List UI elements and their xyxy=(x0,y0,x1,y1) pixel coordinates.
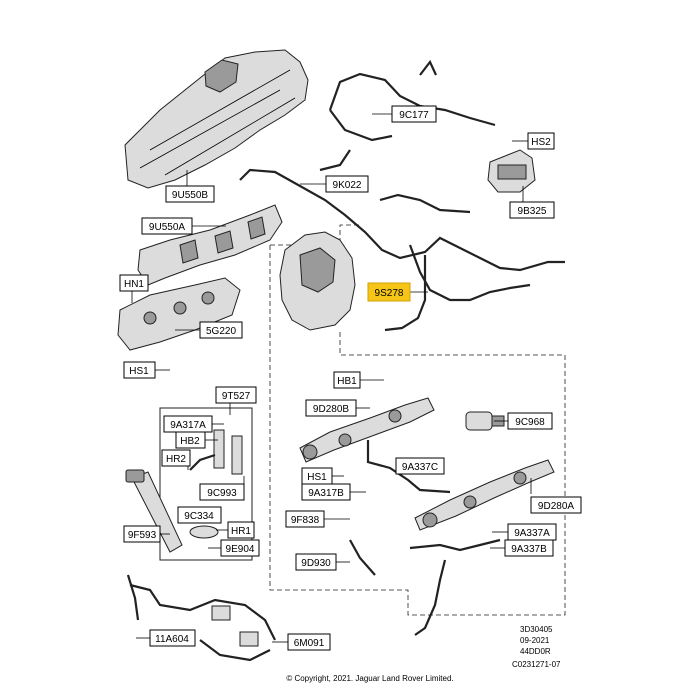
svg-text:HR2: HR2 xyxy=(166,454,186,465)
label-9C968: 9C968 xyxy=(507,412,553,430)
label-6M091: 6M091 xyxy=(287,633,331,651)
svg-text:9U550B: 9U550B xyxy=(172,190,208,201)
intake-manifold xyxy=(137,204,283,286)
svg-text:9A337B: 9A337B xyxy=(511,544,547,555)
fuel-lines-upper xyxy=(239,59,565,332)
label-9E904: 9E904 xyxy=(220,539,260,557)
svg-text:HB1: HB1 xyxy=(337,376,357,387)
label-9D280A: 9D280A xyxy=(530,496,582,514)
svg-text:6M091: 6M091 xyxy=(294,638,325,649)
svg-text:9T527: 9T527 xyxy=(222,391,251,402)
svg-text:9B325: 9B325 xyxy=(518,206,547,217)
svg-text:09-2021: 09-2021 xyxy=(520,636,550,645)
label-HB2: HB2 xyxy=(175,431,206,449)
svg-text:9F593: 9F593 xyxy=(128,530,157,541)
harness-module xyxy=(487,149,536,193)
label-HS1-upper: HS1 xyxy=(123,361,156,379)
svg-text:9D280B: 9D280B xyxy=(313,404,349,415)
label-HS1-lower: HS1 xyxy=(301,467,333,485)
label-9A317B: 9A317B xyxy=(301,483,351,501)
label-9D930: 9D930 xyxy=(295,553,337,571)
manifold-gasket xyxy=(117,277,241,351)
label-9D280B: 9D280B xyxy=(305,399,357,417)
svg-text:HN1: HN1 xyxy=(124,279,144,290)
drawing-reference: 3D30405 09-2021 44DD0R C0231271-07 xyxy=(512,625,561,669)
svg-text:9A337C: 9A337C xyxy=(402,462,438,473)
injector-group-frame xyxy=(159,407,253,561)
svg-text:9E904: 9E904 xyxy=(226,544,255,555)
label-9F838: 9F838 xyxy=(285,510,325,528)
svg-text:HB2: HB2 xyxy=(180,436,200,447)
label-9C177: 9C177 xyxy=(391,105,437,123)
copyright-notice: © Copyright, 2021. Jaguar Land Rover Lim… xyxy=(286,674,453,683)
svg-text:3D30405: 3D30405 xyxy=(520,625,553,634)
svg-text:HR1: HR1 xyxy=(231,526,251,537)
fuel-rail-a xyxy=(414,459,555,531)
svg-text:9C177: 9C177 xyxy=(399,110,429,121)
label-9A337A: 9A337A xyxy=(507,523,557,541)
label-HR2: HR2 xyxy=(161,449,191,467)
svg-text:HS1: HS1 xyxy=(129,366,149,377)
svg-text:9K022: 9K022 xyxy=(333,180,362,191)
label-9C334: 9C334 xyxy=(177,506,222,524)
svg-text:9C993: 9C993 xyxy=(207,488,237,499)
label-11A604: 11A604 xyxy=(149,629,196,647)
label-9B325: 9B325 xyxy=(509,201,555,219)
svg-text:9A317B: 9A317B xyxy=(308,488,344,499)
label-HN1: HN1 xyxy=(119,274,149,292)
svg-text:5G220: 5G220 xyxy=(206,326,236,337)
svg-text:HS1: HS1 xyxy=(307,472,327,483)
label-9A317A: 9A317A xyxy=(163,415,213,433)
svg-text:9C968: 9C968 xyxy=(515,417,545,428)
label-HS2: HS2 xyxy=(527,132,555,150)
wiring-harness xyxy=(126,574,276,662)
injector-cluster xyxy=(189,429,243,539)
label-9S278: 9S278 xyxy=(367,282,411,302)
label-HR1: HR1 xyxy=(227,521,255,539)
svg-text:HS2: HS2 xyxy=(531,137,551,148)
label-9T527: 9T527 xyxy=(215,386,257,404)
svg-text:9D930: 9D930 xyxy=(301,558,331,569)
svg-text:11A604: 11A604 xyxy=(155,634,189,645)
svg-text:9U550A: 9U550A xyxy=(149,222,185,233)
label-9A337C: 9A337C xyxy=(395,457,445,475)
svg-text:44DD0R: 44DD0R xyxy=(520,647,551,656)
svg-text:9A337A: 9A337A xyxy=(514,528,550,539)
label-5G220: 5G220 xyxy=(199,321,243,339)
fuel-pump xyxy=(279,231,356,331)
svg-text:C0231271-07: C0231271-07 xyxy=(512,660,561,669)
fuel-rail-b xyxy=(299,397,435,463)
label-9U550A: 9U550A xyxy=(141,217,193,235)
svg-text:9A317A: 9A317A xyxy=(170,420,206,431)
label-9A337B: 9A337B xyxy=(504,539,554,557)
label-9C993: 9C993 xyxy=(199,483,245,501)
label-9U550B: 9U550B xyxy=(165,185,215,203)
label-9F593: 9F593 xyxy=(123,525,161,543)
svg-text:9C334: 9C334 xyxy=(184,511,214,522)
engine-cover-upper xyxy=(124,49,309,189)
label-HB1: HB1 xyxy=(333,371,361,389)
label-9K022: 9K022 xyxy=(325,175,369,193)
svg-text:9S278: 9S278 xyxy=(375,288,404,299)
svg-text:9D280A: 9D280A xyxy=(538,501,574,512)
svg-text:9F838: 9F838 xyxy=(291,515,320,526)
injector-9F593 xyxy=(125,469,183,553)
